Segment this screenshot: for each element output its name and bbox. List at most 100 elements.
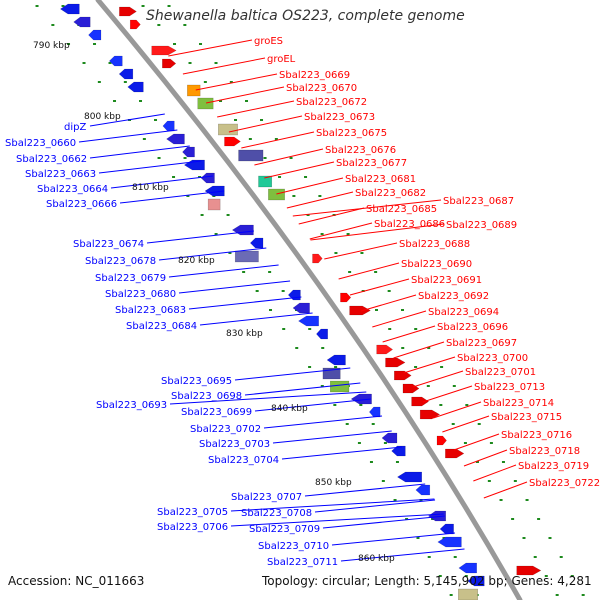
tick-mark — [61, 5, 65, 7]
reverse-leader-line — [331, 532, 456, 546]
tick-mark — [245, 100, 249, 102]
reverse-gene-label[interactable]: Sbal223_0711 — [267, 557, 338, 568]
tick-mark — [401, 347, 405, 349]
forward-leader-line — [168, 39, 253, 57]
tick-mark — [346, 233, 350, 235]
reverse-gene-label[interactable]: Sbal223_0663 — [25, 169, 96, 180]
tick-mark — [321, 347, 325, 349]
reverse-gene-label[interactable]: Sbal223_0710 — [258, 541, 329, 552]
reverse-gene-label[interactable]: Sbal223_0662 — [16, 154, 87, 165]
tick-mark — [388, 328, 392, 330]
reverse-gene-arrow — [415, 484, 431, 496]
tick-mark — [82, 62, 86, 64]
forward-gene-label[interactable]: Sbal223_0676 — [325, 145, 396, 156]
forward-gene-label[interactable]: Sbal223_0722 — [529, 478, 600, 489]
forward-gene-label[interactable]: groES — [254, 36, 283, 47]
reverse-gene-label[interactable]: Sbal223_0708 — [241, 508, 312, 519]
forward-gene-label[interactable]: Sbal223_0696 — [437, 322, 508, 333]
forward-leader-line — [217, 100, 295, 118]
reverse-gene-label[interactable]: Sbal223_0684 — [126, 321, 197, 332]
tick-mark — [93, 43, 97, 45]
reverse-leader-line — [168, 264, 279, 278]
reverse-gene-label[interactable]: Sbal223_0698 — [171, 391, 242, 402]
forward-gene-label[interactable]: Sbal223_0694 — [428, 307, 499, 318]
reverse-gene-label[interactable]: Sbal223_0680 — [105, 289, 176, 300]
reverse-gene-arrow — [428, 510, 447, 522]
forward-gene-labels: groES groEL Sbal223_0669Sbal223_0670Sbal22… — [254, 36, 600, 489]
tick-mark — [334, 366, 338, 368]
reverse-gene-label[interactable]: Sbal223_0660 — [5, 138, 76, 149]
reverse-gene-label[interactable]: Sbal223_0695 — [161, 376, 232, 387]
forward-gene-label[interactable]: Sbal223_0672 — [296, 97, 367, 108]
reverse-gene-label[interactable]: Sbal223_0703 — [199, 439, 270, 450]
reverse-gene-label[interactable]: Sbal223_0704 — [208, 455, 279, 466]
reverse-gene-label[interactable]: Sbal223_0664 — [37, 184, 108, 195]
tick-mark — [369, 461, 373, 463]
forward-leader-line — [228, 115, 303, 133]
forward-gene-label[interactable]: Sbal223_0682 — [355, 188, 426, 199]
reverse-gene-label[interactable]: Sbal223_0702 — [190, 424, 261, 435]
forward-gene-label[interactable]: Sbal223_0715 — [491, 412, 562, 423]
forward-gene-label[interactable]: Sbal223_0718 — [509, 446, 580, 457]
kbp-label: 820 kbp — [178, 256, 215, 266]
forward-gene-label[interactable]: Sbal223_0690 — [401, 259, 472, 270]
reverse-gene-label[interactable]: Sbal223_0707 — [231, 492, 302, 503]
reverse-gene-label[interactable]: Sbal223_0666 — [46, 199, 117, 210]
forward-gene-label[interactable]: Sbal223_0688 — [399, 239, 470, 250]
forward-gene-label[interactable]: Sbal223_0673 — [304, 112, 375, 123]
tick-mark — [35, 5, 39, 7]
forward-gene-label[interactable]: Sbal223_0714 — [483, 398, 554, 409]
tick-mark — [427, 556, 431, 558]
tick-mark — [375, 309, 379, 311]
forward-gene-label[interactable]: Sbal223_0716 — [501, 430, 572, 441]
tick-mark — [348, 271, 352, 273]
forward-gene-label[interactable]: Sbal223_0719 — [518, 461, 589, 472]
forward-gene-label[interactable]: Sbal223_0675 — [316, 128, 387, 139]
forward-gene-label[interactable]: Sbal223_0713 — [474, 382, 545, 393]
reverse-leader-line — [230, 498, 435, 512]
forward-leader-line — [453, 433, 500, 451]
reverse-gene-label[interactable]: Sbal223_0683 — [115, 305, 186, 316]
forward-gene-arrow — [151, 45, 177, 56]
forward-gene-label[interactable]: Sbal223_0681 — [345, 174, 416, 185]
reverse-gene-label[interactable]: dipZ — [64, 122, 86, 133]
forward-gene-label[interactable]: Sbal223_0700 — [457, 353, 528, 364]
reverse-gene-label[interactable]: Sbal223_0709 — [249, 524, 320, 535]
forward-gene-label[interactable]: Sbal223_0686 — [374, 219, 445, 230]
tick-mark — [139, 100, 143, 102]
reverse-gene-arrow — [437, 536, 462, 548]
tick-mark — [427, 347, 431, 349]
kbp-label: 850 kbp — [315, 478, 352, 488]
forward-gene-label[interactable]: Sbal223_0677 — [336, 158, 407, 169]
forward-gene-label[interactable]: groEL — [267, 54, 296, 65]
forward-leader-line — [422, 385, 473, 403]
reverse-gene-label[interactable]: Sbal223_0679 — [95, 273, 166, 284]
forward-gene-label[interactable]: Sbal223_0701 — [465, 367, 536, 378]
forward-gene-label[interactable]: Sbal223_0685 — [366, 204, 437, 215]
reverse-gene-label[interactable]: Sbal223_0699 — [181, 407, 252, 418]
tick-mark — [173, 43, 177, 45]
reverse-gene-label[interactable]: Sbal223_0674 — [73, 239, 144, 250]
reverse-gene-label[interactable]: Sbal223_0706 — [157, 522, 228, 533]
reverse-gene-arrow — [326, 354, 346, 366]
tick-mark — [513, 480, 517, 482]
forward-gene-label[interactable]: Sbal223_0669 — [279, 70, 350, 81]
reverse-leader-line — [314, 499, 436, 513]
forward-gene-label[interactable]: Sbal223_0691 — [411, 275, 482, 286]
tick-mark — [463, 442, 467, 444]
forward-gene-label[interactable]: Sbal223_0697 — [446, 338, 517, 349]
forward-gene-label[interactable]: Sbal223_0692 — [418, 291, 489, 302]
accession-text: Accession: NC_011663 — [8, 574, 145, 588]
forward-gene-label[interactable]: Sbal223_0687 — [443, 196, 514, 207]
reverse-gene-arrow — [292, 302, 310, 314]
tick-mark — [381, 480, 385, 482]
tick-mark — [401, 309, 405, 311]
reverse-gene-label[interactable]: Sbal223_0693 — [96, 400, 167, 411]
reverse-gene-label[interactable]: Sbal223_0678 — [85, 256, 156, 267]
reverse-gene-label[interactable]: Sbal223_0705 — [157, 507, 228, 518]
forward-gene-label[interactable]: Sbal223_0670 — [286, 83, 357, 94]
tick-mark — [308, 366, 312, 368]
reverse-leader-line — [89, 145, 190, 159]
tick-mark — [559, 556, 563, 558]
forward-gene-label[interactable]: Sbal223_0689 — [446, 220, 517, 231]
